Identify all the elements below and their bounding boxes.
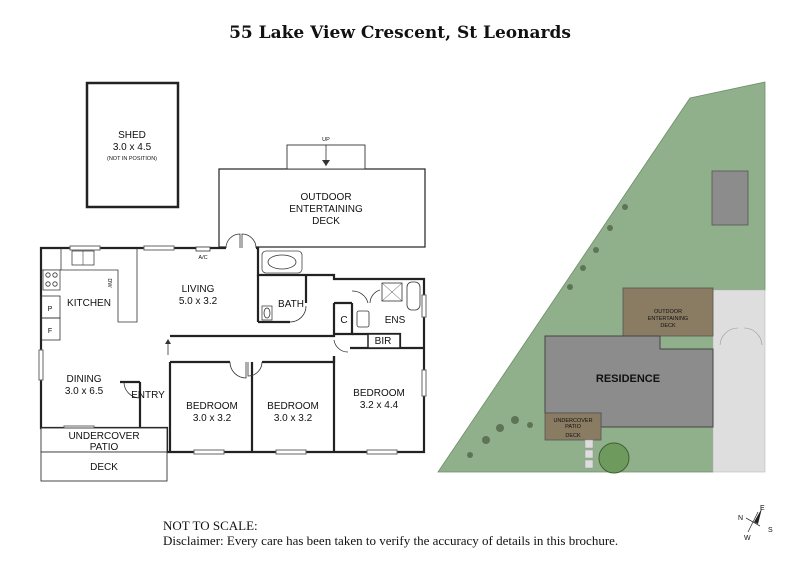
shed: SHED 3.0 x 4.5 (NOT IN POSITION) (85, 81, 180, 209)
site-plan: OUTDOOR ENTERTAINING DECK RESIDENCE UNDE… (437, 81, 766, 474)
house-walls: A/C DW P F BATH (38, 233, 427, 482)
dining-size: 3.0 x 6.5 (65, 386, 104, 397)
living-label: LIVING (182, 284, 215, 295)
dining-label: DINING (67, 374, 102, 385)
compass-e: E (760, 505, 765, 512)
site-deck-label-3: DECK (660, 323, 676, 329)
bedroom-1-size: 3.0 x 3.2 (193, 413, 232, 424)
ac-label: A/C (198, 255, 207, 261)
bedroom-3-size: 3.2 x 4.4 (360, 400, 399, 411)
bir-label: BIR (375, 336, 392, 347)
ensuite-label: ENS (385, 315, 406, 326)
outdoor-deck-label-1: OUTDOOR (300, 192, 351, 203)
compass-s: S (768, 527, 773, 534)
disclaimer: Disclaimer: Every care has been taken to… (163, 533, 618, 548)
residence-label: RESIDENCE (596, 373, 660, 385)
bedroom-2-label: BEDROOM (267, 401, 319, 412)
living-size: 5.0 x 3.2 (179, 296, 218, 307)
compass-n: N (738, 515, 743, 522)
outdoor-deck-label-3: DECK (312, 216, 340, 227)
entry-label: ENTRY (131, 390, 165, 401)
patio-label-2: PATIO (90, 442, 119, 453)
compass-icon: N E S W (738, 505, 773, 542)
compass-w: W (744, 535, 751, 542)
site-deck-label-2: ENTERTAINING (648, 316, 688, 322)
deck-label: DECK (90, 462, 118, 473)
stairs-up-label: UP (322, 137, 330, 143)
bath-label: BATH (278, 299, 304, 310)
outdoor-deck: UP OUTDOOR ENTERTAINING DECK (218, 137, 426, 248)
shed-size: 3.0 x 4.5 (113, 142, 152, 153)
outdoor-deck-label-2: ENTERTAINING (289, 204, 363, 215)
fridge-label: F (48, 328, 52, 335)
bedroom-2-size: 3.0 x 3.2 (274, 413, 313, 424)
site-patio-label-1: UNDERCOVER (553, 418, 592, 424)
kitchen-label: KITCHEN (67, 298, 111, 309)
page-title: 55 Lake View Crescent, St Leonards (229, 23, 571, 43)
shed-note: (NOT IN POSITION) (107, 156, 157, 162)
site-deck-small-label: DECK (565, 433, 581, 439)
shed-label: SHED (118, 130, 146, 141)
site-deck-label-1: OUTDOOR (654, 309, 682, 315)
cupboard-label: C (340, 315, 347, 326)
patio-label-1: UNDERCOVER (68, 431, 139, 442)
pantry-label: P (48, 306, 53, 313)
bedroom-3-label: BEDROOM (353, 388, 405, 399)
site-patio-label-2: PATIO (565, 424, 581, 430)
bedroom-1-label: BEDROOM (186, 401, 238, 412)
dishwasher-label: DW (106, 278, 112, 288)
scale-note: NOT TO SCALE: (163, 518, 258, 533)
